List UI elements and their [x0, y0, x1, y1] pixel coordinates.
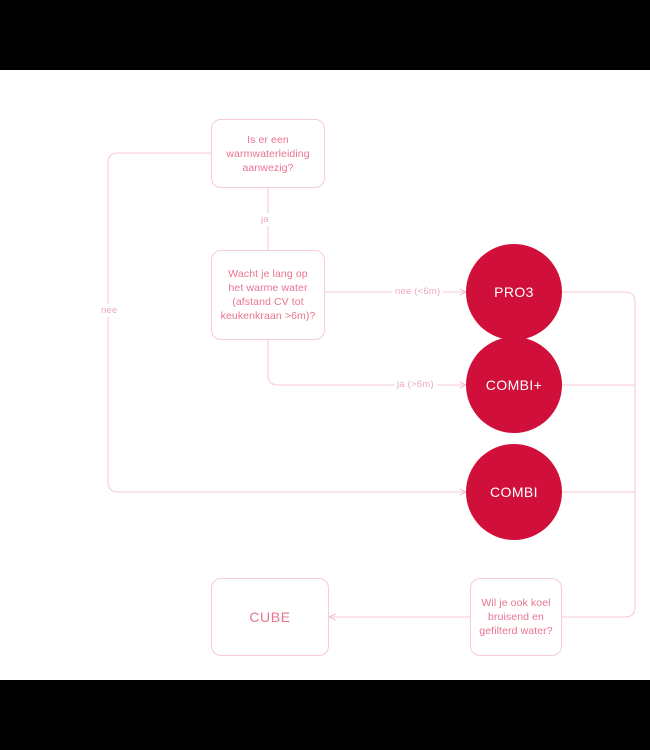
node-cube[interactable]: CUBE	[211, 578, 329, 656]
node-q1[interactable]: Is er een warmwaterleiding aanwezig?	[211, 119, 325, 188]
node-combiplus[interactable]: COMBI+	[466, 337, 562, 433]
letterbox-top-bar	[0, 0, 650, 70]
edge-pro3-to-spine	[562, 291, 636, 342]
edge-spine-to-q3	[562, 342, 636, 618]
edge-label-ja-gt6m: ja (>6m)	[394, 378, 437, 391]
node-pro3-label: PRO3	[494, 284, 534, 300]
node-q1-label: Is er een warmwaterleiding aanwezig?	[226, 133, 310, 174]
edge-label-ja: ja	[258, 213, 272, 226]
node-combi-label: COMBI	[490, 484, 538, 500]
node-cube-label: CUBE	[249, 609, 291, 625]
flowchart-canvas: Is er een warmwaterleiding aanwezig? Wac…	[0, 70, 650, 680]
node-q2-label: Wacht je lang op het warme water (afstan…	[220, 268, 316, 322]
node-pro3[interactable]: PRO3	[466, 244, 562, 340]
edge-label-nee: nee	[98, 304, 121, 317]
node-q3-label: Wil je ook koel bruisend en gefilterd wa…	[479, 597, 553, 637]
node-combiplus-label: COMBI+	[485, 377, 543, 393]
edge-label-nee-lt6m: nee (<6m)	[392, 285, 444, 298]
node-q2[interactable]: Wacht je lang op het warme water (afstan…	[211, 250, 325, 340]
node-combi[interactable]: COMBI	[466, 444, 562, 540]
node-q3[interactable]: Wil je ook koel bruisend en gefilterd wa…	[470, 578, 562, 656]
letterbox-bottom-bar	[0, 680, 650, 750]
